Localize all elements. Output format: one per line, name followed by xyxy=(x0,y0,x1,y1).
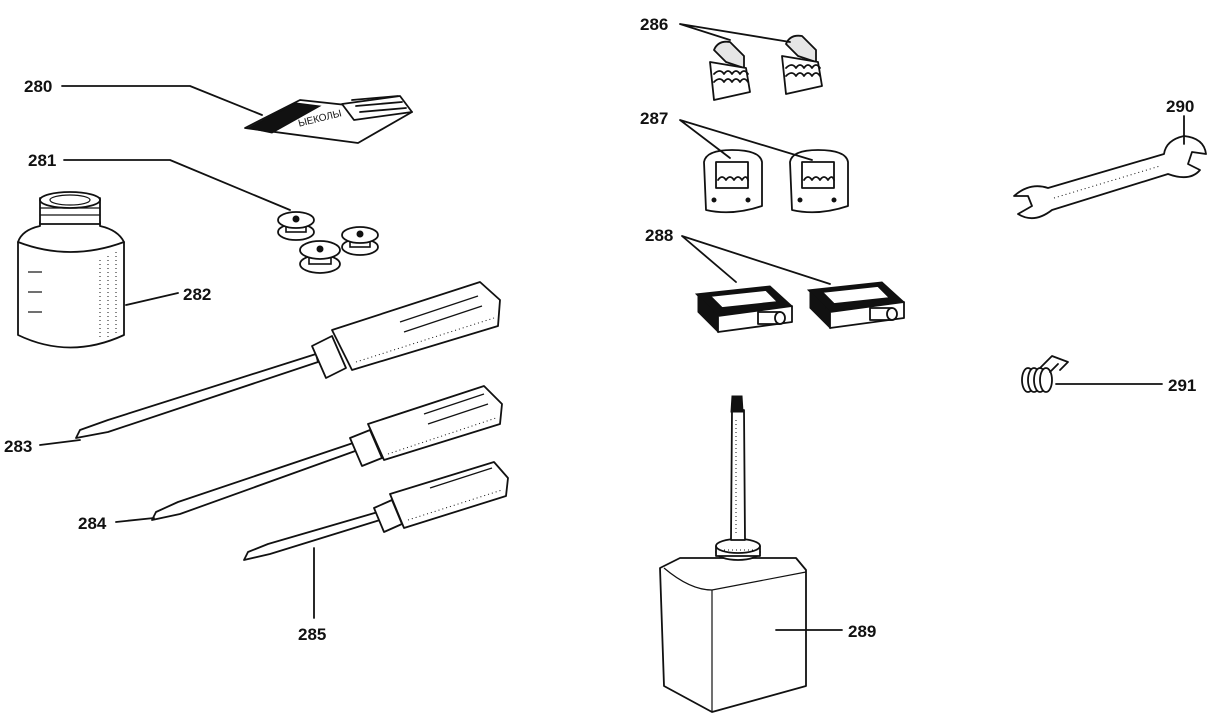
part-label-288: 288 xyxy=(645,226,673,245)
part-label-280: 280 xyxy=(24,77,52,96)
part-label-286: 286 xyxy=(640,15,668,34)
dark-foot-pair-icon xyxy=(694,281,906,334)
medium-screwdriver-icon xyxy=(151,385,503,521)
spring-icon xyxy=(1021,355,1069,393)
small-screwdriver-icon xyxy=(243,461,509,561)
part-label-289: 289 xyxy=(848,622,876,641)
leader-line-287 xyxy=(679,119,813,161)
part-label-285: 285 xyxy=(298,625,326,644)
part-label-283: 283 xyxy=(4,437,32,456)
leader-line-286 xyxy=(679,23,791,43)
hemmer-foot-pair-icon xyxy=(703,149,849,214)
leader-line-288 xyxy=(681,235,831,285)
presser-foot-pair-icon xyxy=(709,34,823,101)
part-label-281: 281 xyxy=(28,151,56,170)
large-screwdriver-icon xyxy=(75,281,501,439)
leader-line-282 xyxy=(125,292,179,306)
part-label-284: 284 xyxy=(78,514,107,533)
part-label-291: 291 xyxy=(1168,376,1196,395)
leader-line-281 xyxy=(63,159,291,211)
bobbins-icon xyxy=(277,211,379,274)
part-label-282: 282 xyxy=(183,285,211,304)
oiler-bottle-icon xyxy=(659,395,807,713)
leader-line-283 xyxy=(39,439,81,446)
part-label-287: 287 xyxy=(640,109,668,128)
leader-line-284 xyxy=(115,517,155,523)
oil-jar-icon xyxy=(17,191,125,349)
thread-packet-icon: ЫЕКОЛЫ xyxy=(244,95,413,144)
part-label-290: 290 xyxy=(1166,97,1194,116)
wrench-icon xyxy=(1013,135,1207,220)
leader-line-280 xyxy=(61,85,263,116)
